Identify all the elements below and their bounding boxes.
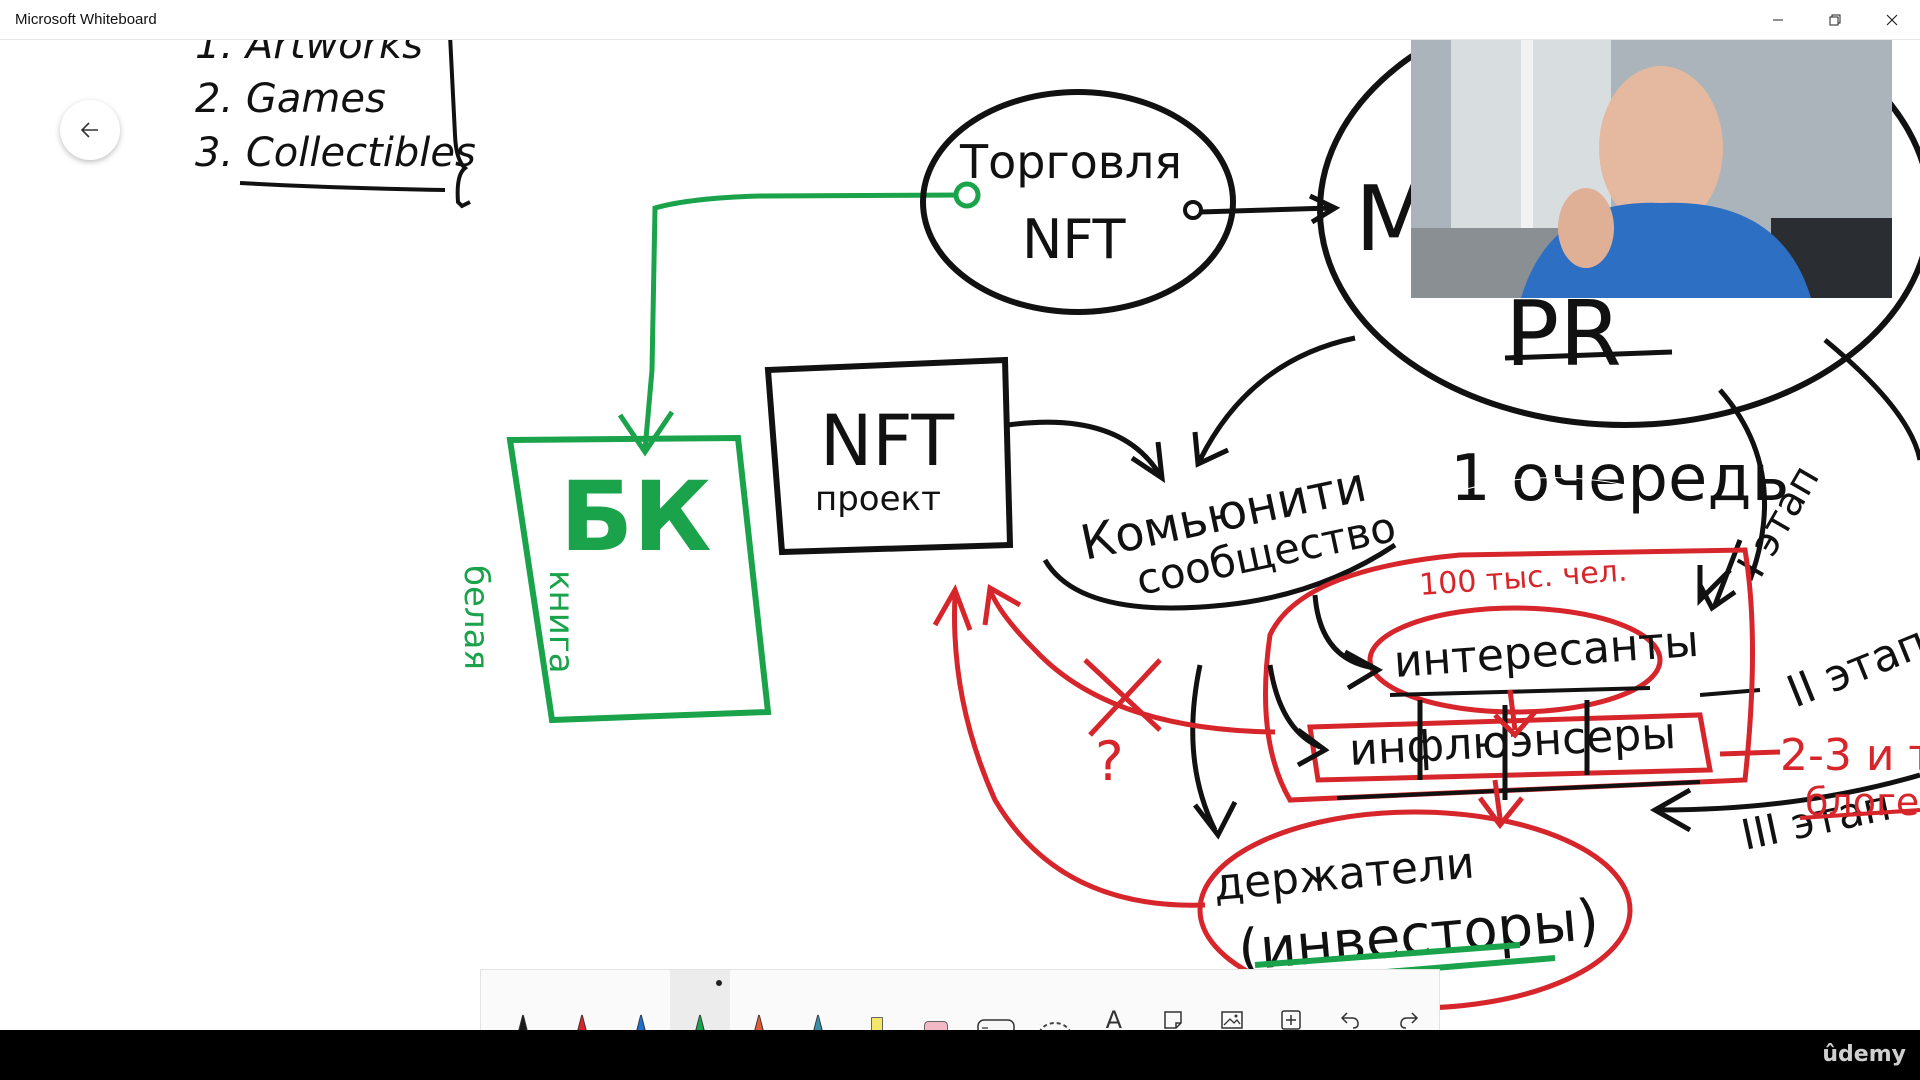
community-arrows: [1190, 594, 1384, 840]
pen-icon: [517, 1014, 528, 1030]
presenter-video: [1411, 40, 1892, 298]
ruler-tool[interactable]: [966, 970, 1025, 1030]
restore-button[interactable]: [1806, 0, 1863, 40]
selected-indicator: [715, 980, 722, 986]
window-controls: [1749, 0, 1920, 40]
arrow-left-icon: [80, 122, 98, 138]
whiteboard-canvas[interactable]: 1. Artworks 2. Games 3. Collectibles Тор…: [0, 40, 1920, 1030]
minimize-icon: [1772, 19, 1783, 21]
undo-icon: [1341, 1012, 1360, 1029]
udemy-logo: ûdemy: [1822, 1042, 1906, 1067]
nft-box-line: NFT: [820, 400, 954, 482]
video-bottom-bar: ûdemy: [0, 1030, 1920, 1080]
close-icon: [1886, 14, 1897, 26]
lasso-icon: [1039, 1022, 1071, 1030]
trade-oval-line: NFT: [1022, 208, 1127, 271]
rainbow-pen-tool[interactable]: [730, 970, 789, 1030]
pen-icon: [577, 1014, 587, 1030]
highlighter-tool[interactable]: [848, 970, 907, 1030]
eraser-icon: [924, 1021, 949, 1030]
nft-box-line: проект: [815, 479, 941, 519]
redo-button[interactable]: [1380, 970, 1439, 1030]
trade-oval-line: Торговля: [959, 135, 1182, 189]
text-tool[interactable]: A: [1084, 970, 1143, 1030]
window-title: Microsoft Whiteboard: [15, 11, 157, 28]
bloggers-line: 2-3 и т.: [1780, 730, 1920, 781]
title-bar: Microsoft Whiteboard: [0, 0, 1920, 40]
ruler-icon: [976, 1019, 1015, 1030]
white-book-letters: БК: [560, 461, 712, 573]
bloggers-note: 2-3 и т. блоге: [1780, 730, 1920, 824]
category-list: 1. Artworks 2. Games 3. Collectibles: [195, 40, 476, 209]
list-item: 2. Games: [195, 76, 386, 122]
galaxy-pen-tool[interactable]: [789, 970, 848, 1030]
pr-label: PR: [1505, 282, 1622, 387]
note-tool[interactable]: [1143, 970, 1202, 1030]
red-pen-tool[interactable]: [552, 970, 611, 1030]
close-button[interactable]: [1863, 0, 1920, 40]
pen-icon: [636, 1014, 646, 1030]
highlighter-icon: [871, 1017, 884, 1030]
nft-project-box: NFT проект: [764, 356, 1166, 556]
note-icon: [1164, 1011, 1182, 1029]
black-pen-tool[interactable]: [493, 970, 552, 1030]
lasso-tool[interactable]: [1025, 970, 1084, 1030]
pen-icon: [754, 1014, 764, 1030]
add-icon: [1281, 1010, 1301, 1030]
red-audience-group: 100 тыс. чел. интересанты инфлюэнсеры: [1263, 547, 1781, 830]
trade-nft-oval: Торговля NFT: [920, 89, 1341, 315]
minimize-button[interactable]: [1749, 0, 1806, 40]
blue-pen-tool[interactable]: [611, 970, 670, 1030]
webcam-overlay: [1411, 40, 1892, 298]
add-tool[interactable]: [1262, 970, 1321, 1030]
pen-icon: [813, 1014, 823, 1030]
white-book-right: книга: [541, 570, 581, 674]
green-pen-tool[interactable]: [670, 970, 730, 1030]
back-button[interactable]: [60, 100, 120, 160]
green-connector: [617, 181, 981, 457]
image-icon: [1221, 1011, 1243, 1029]
white-book-box: БК белая книга: [456, 434, 772, 724]
audience-note: 100 тыс. чел.: [1418, 554, 1628, 603]
first-queue: 1 очередь: [1389, 388, 1789, 607]
pen-icon: [695, 1014, 705, 1030]
white-book-left: белая: [456, 565, 496, 670]
red-feedback-arrows: ?: [932, 584, 1276, 908]
ink-toolbar: A: [480, 969, 1440, 1030]
image-tool[interactable]: [1203, 970, 1262, 1030]
community-group: Комьюнити сообщество: [1042, 335, 1400, 611]
restore-icon: [1829, 14, 1840, 26]
redo-icon: [1400, 1012, 1419, 1029]
eraser-tool[interactable]: [907, 970, 966, 1030]
question-mark: ?: [1095, 730, 1124, 793]
list-item: 1. Artworks: [195, 40, 423, 68]
stage-2-label: II этап: [1780, 616, 1920, 718]
undo-button[interactable]: [1321, 970, 1380, 1030]
list-item: 3. Collectibles: [195, 130, 476, 176]
queue-label: 1 очередь: [1450, 442, 1789, 516]
text-icon: A: [1105, 1006, 1123, 1030]
